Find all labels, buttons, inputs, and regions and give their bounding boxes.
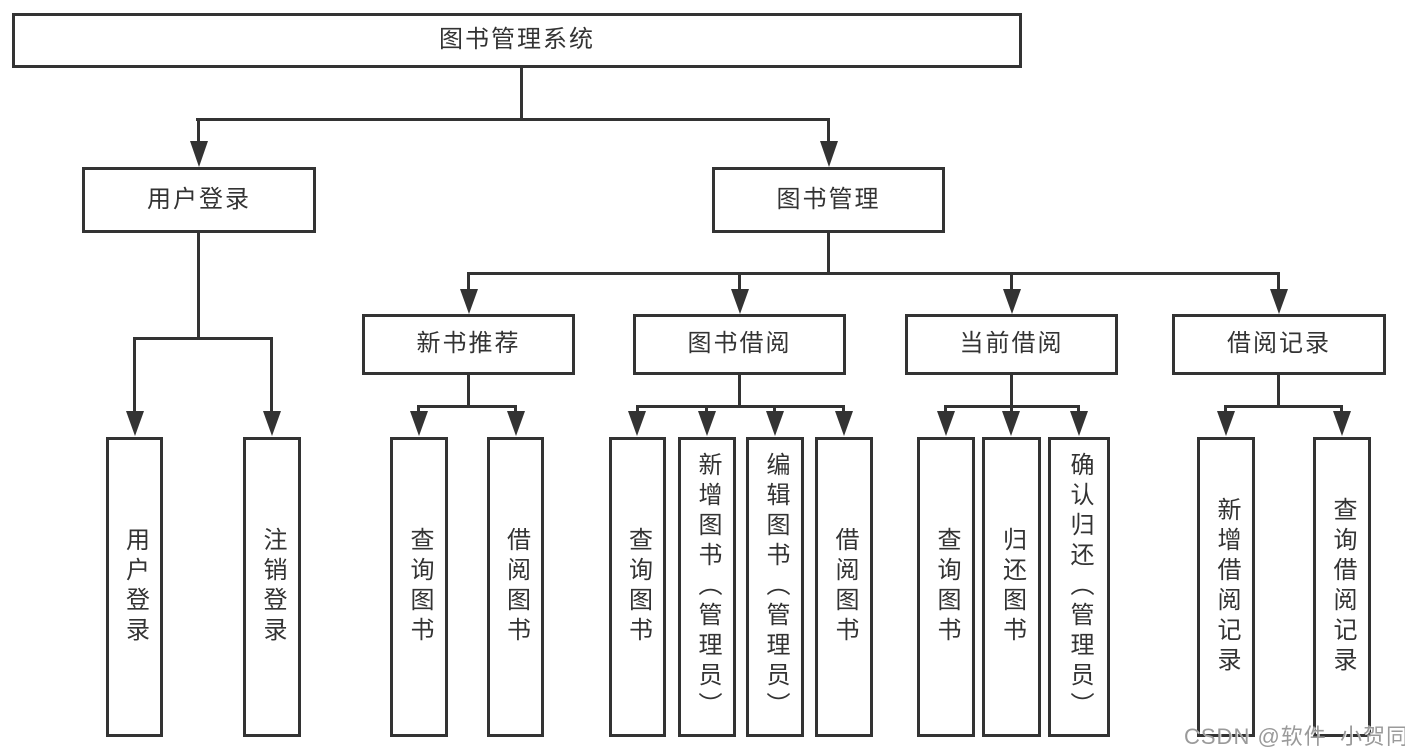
- node-leaf-current-confirm-return: 确认归还（管理员）: [1048, 437, 1110, 737]
- arrow-down-icon: [190, 141, 208, 167]
- node-leaf-logout: 注销登录: [243, 437, 301, 737]
- arrow-down-icon: [410, 411, 428, 436]
- node-leaf-records-add-record-label: 新增借阅记录: [1213, 497, 1240, 677]
- arrow-down-icon: [766, 411, 784, 436]
- connector-stub-leaf-user-login: [133, 337, 136, 413]
- connector-user-login-distributor: [133, 337, 273, 340]
- connector-stub-leaf: [944, 405, 947, 414]
- connector-stub-current-borrowing: [1010, 272, 1013, 290]
- node-leaf-recommend-query-books-label: 查询图书: [406, 527, 433, 647]
- connector-borrowing-distributor: [636, 405, 844, 408]
- node-leaf-current-query-books: 查询图书: [917, 437, 975, 737]
- arrow-down-icon: [263, 411, 281, 436]
- connector-stub-leaf: [842, 405, 845, 414]
- node-root: 图书管理系统: [12, 13, 1022, 68]
- csdn-watermark: CSDN @软件_小贺同学: [1184, 724, 1405, 747]
- node-book-management: 图书管理: [712, 167, 945, 233]
- arrow-down-icon: [1217, 411, 1235, 436]
- arrow-down-icon: [507, 411, 525, 436]
- connector-recommend-distributor: [417, 405, 517, 408]
- node-user-login-label: 用户登录: [147, 185, 251, 213]
- connector-stub-book-management: [827, 118, 830, 146]
- connector-stub-leaf: [417, 405, 420, 414]
- node-leaf-records-query-record-label: 查询借阅记录: [1329, 497, 1356, 677]
- arrow-down-icon: [126, 411, 144, 436]
- connector-stub-leaf: [1224, 405, 1227, 414]
- arrow-down-icon: [628, 411, 646, 436]
- arrow-down-icon: [1270, 289, 1288, 314]
- connector-root-trunk: [520, 68, 523, 120]
- connector-stub-leaf: [636, 405, 639, 414]
- connector-stub-leaf: [1077, 405, 1080, 414]
- node-borrowing-records-label: 借阅记录: [1227, 330, 1331, 358]
- connector-stub-leaf-logout: [270, 337, 273, 413]
- node-leaf-user-login: 用户登录: [106, 437, 163, 737]
- node-leaf-current-confirm-return-label: 确认归还（管理员）: [1066, 452, 1093, 722]
- connector-level2-distributor: [196, 118, 829, 121]
- connector-stub-book-borrowing: [738, 272, 741, 290]
- node-leaf-borrowing-add-books: 新增图书（管理员）: [678, 437, 736, 737]
- arrow-down-icon: [820, 141, 838, 167]
- connector-borrowing-records-trunk: [1277, 375, 1280, 408]
- connector-stub-leaf: [1010, 405, 1013, 414]
- arrow-down-icon: [460, 289, 478, 314]
- node-leaf-records-query-record: 查询借阅记录: [1313, 437, 1371, 737]
- node-book-borrowing-label: 图书借阅: [687, 330, 792, 358]
- connector-stub-leaf: [514, 405, 517, 414]
- node-leaf-logout-label: 注销登录: [259, 527, 286, 647]
- node-root-label: 图书管理系统: [439, 26, 595, 54]
- node-current-borrowing: 当前借阅: [905, 314, 1118, 375]
- node-leaf-borrowing-add-books-label: 新增图书（管理员）: [694, 452, 721, 722]
- connector-stub-borrowing-records: [1277, 272, 1280, 290]
- node-leaf-borrowing-query-books-label: 查询图书: [624, 527, 652, 647]
- arrow-down-icon: [1002, 411, 1020, 436]
- node-current-borrowing-label: 当前借阅: [959, 330, 1064, 358]
- node-leaf-user-login-label: 用户登录: [121, 527, 149, 647]
- connector-user-login-trunk: [197, 233, 200, 339]
- node-leaf-borrowing-borrow-books-label: 借阅图书: [831, 527, 858, 647]
- node-leaf-current-return-books-label: 归还图书: [998, 527, 1026, 647]
- node-leaf-borrowing-query-books: 查询图书: [609, 437, 666, 737]
- arrow-down-icon: [698, 411, 716, 436]
- connector-stub-leaf: [773, 405, 776, 414]
- arrow-down-icon: [1333, 411, 1351, 436]
- node-leaf-recommend-borrow-books-label: 借阅图书: [502, 527, 530, 647]
- arrow-down-icon: [1003, 289, 1021, 314]
- node-leaf-recommend-borrow-books: 借阅图书: [487, 437, 544, 737]
- node-user-login: 用户登录: [82, 167, 316, 233]
- connector-book-management-trunk: [827, 233, 830, 274]
- node-leaf-current-return-books: 归还图书: [982, 437, 1041, 737]
- arrow-down-icon: [731, 289, 749, 314]
- node-book-borrowing: 图书借阅: [633, 314, 846, 375]
- node-leaf-records-add-record: 新增借阅记录: [1197, 437, 1255, 737]
- arrow-down-icon: [937, 411, 955, 436]
- node-leaf-borrowing-edit-books-label: 编辑图书（管理员）: [762, 452, 789, 722]
- connector-stub-user-login: [197, 118, 200, 146]
- connector-stub-leaf: [1340, 405, 1343, 414]
- node-book-management-label: 图书管理: [776, 185, 881, 213]
- arrow-down-icon: [835, 411, 853, 436]
- node-leaf-borrowing-edit-books: 编辑图书（管理员）: [746, 437, 804, 737]
- connector-stub-new-book-recommend: [467, 272, 470, 290]
- connector-records-distributor: [1224, 405, 1342, 408]
- node-leaf-recommend-query-books: 查询图书: [390, 437, 448, 737]
- node-leaf-borrowing-borrow-books: 借阅图书: [815, 437, 873, 737]
- node-borrowing-records: 借阅记录: [1172, 314, 1386, 375]
- connector-book-borrowing-trunk: [738, 375, 741, 408]
- arrow-down-icon: [1070, 411, 1088, 436]
- node-new-book-recommend: 新书推荐: [362, 314, 575, 375]
- node-new-book-recommend-label: 新书推荐: [416, 330, 521, 358]
- connector-new-book-recommend-trunk: [467, 375, 470, 408]
- node-leaf-current-query-books-label: 查询图书: [933, 527, 960, 647]
- connector-level3-distributor: [467, 272, 1280, 275]
- connector-stub-leaf: [705, 405, 708, 414]
- connector-current-borrowing-trunk: [1010, 375, 1013, 408]
